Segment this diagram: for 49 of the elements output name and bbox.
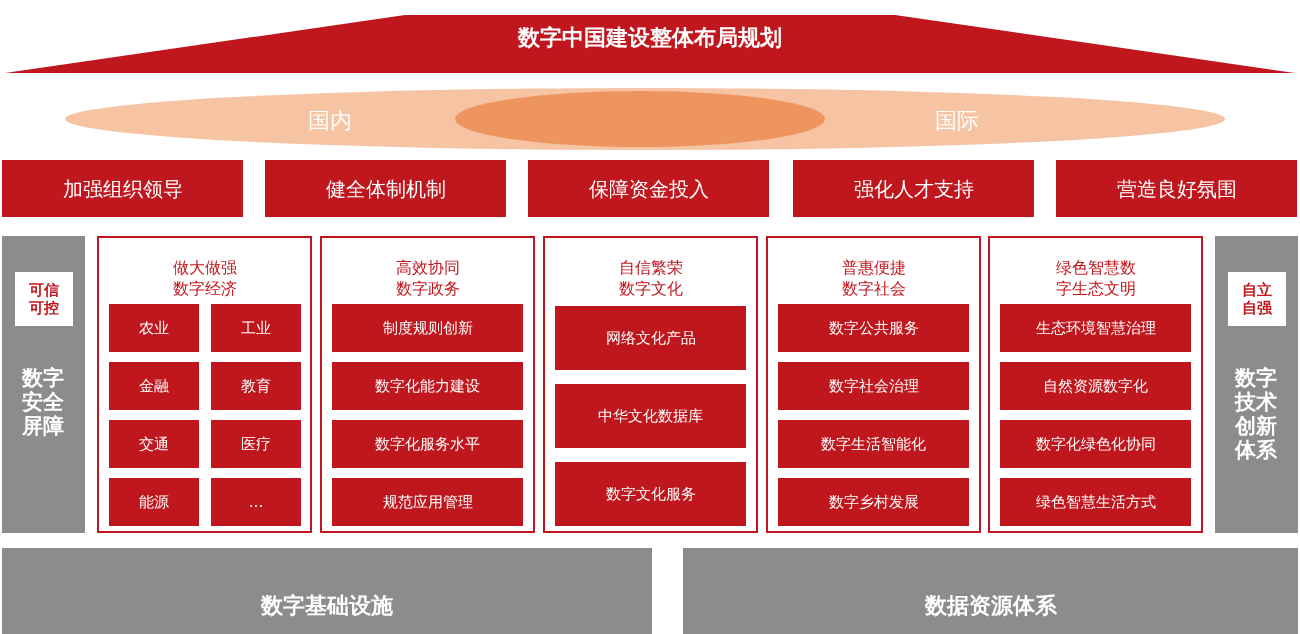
pillar-title: 绿色智慧数字生态文明 bbox=[1055, 258, 1136, 300]
item-box: 数字文化服务 bbox=[555, 462, 746, 526]
pillar-panel bbox=[543, 236, 758, 533]
side-column bbox=[1215, 236, 1298, 533]
item-box: 网络文化产品 bbox=[555, 306, 746, 370]
item-box: 绿色智慧生活方式 bbox=[1000, 478, 1191, 526]
item-box: 交通 bbox=[109, 420, 199, 468]
item-box: 数字化服务水平 bbox=[332, 420, 523, 468]
pillar-title: 自信繁荣数字文化 bbox=[618, 258, 683, 300]
tag-box: 可信可控 bbox=[15, 272, 73, 326]
scope-label: 国内 bbox=[308, 107, 352, 135]
item-box: 工业 bbox=[211, 304, 301, 352]
tag-box: 自立自强 bbox=[1228, 272, 1286, 326]
item-box: 医疗 bbox=[211, 420, 301, 468]
pillar-panel bbox=[97, 236, 312, 533]
support-bar: 强化人才支持 bbox=[793, 160, 1034, 217]
pillar-panel bbox=[988, 236, 1203, 533]
item-box: 中华文化数据库 bbox=[555, 384, 746, 448]
column-title: 数字技术创新体系 bbox=[1235, 366, 1277, 463]
item-box: 数字社会治理 bbox=[778, 362, 969, 410]
scope-label: 国际 bbox=[935, 107, 979, 135]
foundation-bar: 数字基础设施 bbox=[2, 548, 652, 634]
support-bar: 保障资金投入 bbox=[528, 160, 769, 217]
roof-title: 数字中国建设整体布局规划 bbox=[518, 24, 782, 52]
item-box: 教育 bbox=[211, 362, 301, 410]
item-box: 数字公共服务 bbox=[778, 304, 969, 352]
pillar-panel bbox=[320, 236, 535, 533]
pillar-title: 做大做强数字经济 bbox=[172, 258, 237, 300]
item-box: 规范应用管理 bbox=[332, 478, 523, 526]
item-box: 数字化绿色化协同 bbox=[1000, 420, 1191, 468]
item-box: 数字生活智能化 bbox=[778, 420, 969, 468]
foundation-bar: 数据资源体系 bbox=[683, 548, 1298, 634]
item-box: 金融 bbox=[109, 362, 199, 410]
item-box: ... bbox=[211, 478, 301, 526]
item-box: 生态环境智慧治理 bbox=[1000, 304, 1191, 352]
item-box: 农业 bbox=[109, 304, 199, 352]
pillar-title: 普惠便捷数字社会 bbox=[841, 258, 906, 300]
pillar-title: 高效协同数字政务 bbox=[395, 258, 460, 300]
support-bar: 营造良好氛围 bbox=[1056, 160, 1297, 217]
column-title: 数字安全屏障 bbox=[22, 366, 64, 439]
item-box: 能源 bbox=[109, 478, 199, 526]
item-box: 数字化能力建设 bbox=[332, 362, 523, 410]
item-box: 制度规则创新 bbox=[332, 304, 523, 352]
support-bar: 加强组织领导 bbox=[2, 160, 243, 217]
pillar-panel bbox=[766, 236, 981, 533]
side-column bbox=[2, 236, 85, 533]
support-bar: 健全体制机制 bbox=[265, 160, 506, 217]
item-box: 自然资源数字化 bbox=[1000, 362, 1191, 410]
item-box: 数字乡村发展 bbox=[778, 478, 969, 526]
